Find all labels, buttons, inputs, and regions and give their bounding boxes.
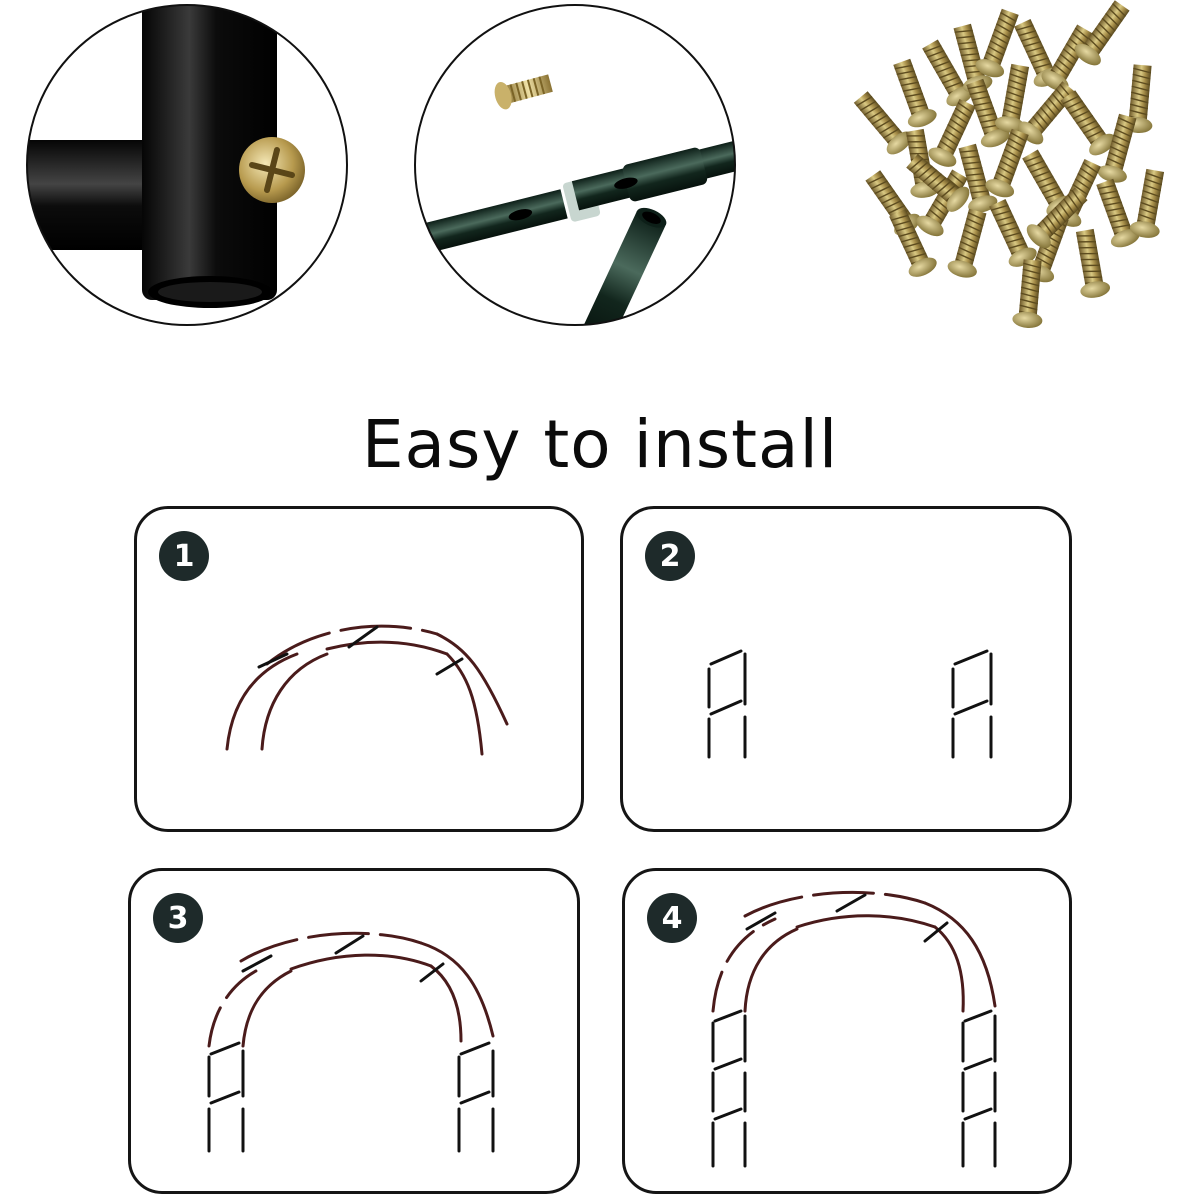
screw bbox=[1122, 64, 1153, 133]
completed-arch-drawing bbox=[711, 890, 997, 1168]
page-title: Easy to install bbox=[361, 406, 839, 483]
screw bbox=[985, 128, 1029, 198]
step-2-panel: 2 bbox=[620, 506, 1072, 832]
screw bbox=[989, 199, 1037, 267]
screw bbox=[853, 91, 912, 155]
screw bbox=[1012, 259, 1043, 328]
screw bbox=[889, 209, 937, 277]
screw bbox=[928, 99, 976, 167]
tube-connection-photo bbox=[410, 0, 740, 330]
screws-pile-photo bbox=[850, 0, 1180, 340]
tube-screw-joint-icon bbox=[26, 4, 348, 326]
screw bbox=[1096, 178, 1140, 248]
side-columns-drawing bbox=[707, 649, 993, 759]
step-4-panel: 4 bbox=[622, 868, 1072, 1194]
screw bbox=[966, 78, 1010, 148]
step-badge: 2 bbox=[645, 531, 695, 581]
tube-connection-icon bbox=[414, 4, 736, 326]
arch-top-drawing bbox=[225, 624, 509, 756]
screw bbox=[1097, 113, 1137, 183]
screw bbox=[1026, 187, 1088, 249]
step-badge: 4 bbox=[647, 893, 697, 943]
screw bbox=[1074, 0, 1130, 66]
screw bbox=[1129, 168, 1165, 238]
screw bbox=[947, 208, 987, 278]
screw bbox=[1075, 228, 1111, 298]
step-badge: 3 bbox=[153, 893, 203, 943]
screw-joint-closeup-photo bbox=[22, 0, 352, 330]
step-1-panel: 1 bbox=[134, 506, 584, 832]
screw bbox=[1060, 90, 1116, 156]
arch-on-columns-drawing bbox=[207, 931, 495, 1153]
step-badge: 1 bbox=[159, 531, 209, 581]
screw bbox=[893, 58, 937, 128]
screw bbox=[906, 153, 970, 212]
screw bbox=[994, 63, 1030, 133]
screws-pile-icon bbox=[853, 0, 1165, 328]
screw bbox=[975, 8, 1019, 78]
step-3-panel: 3 bbox=[128, 868, 580, 1194]
